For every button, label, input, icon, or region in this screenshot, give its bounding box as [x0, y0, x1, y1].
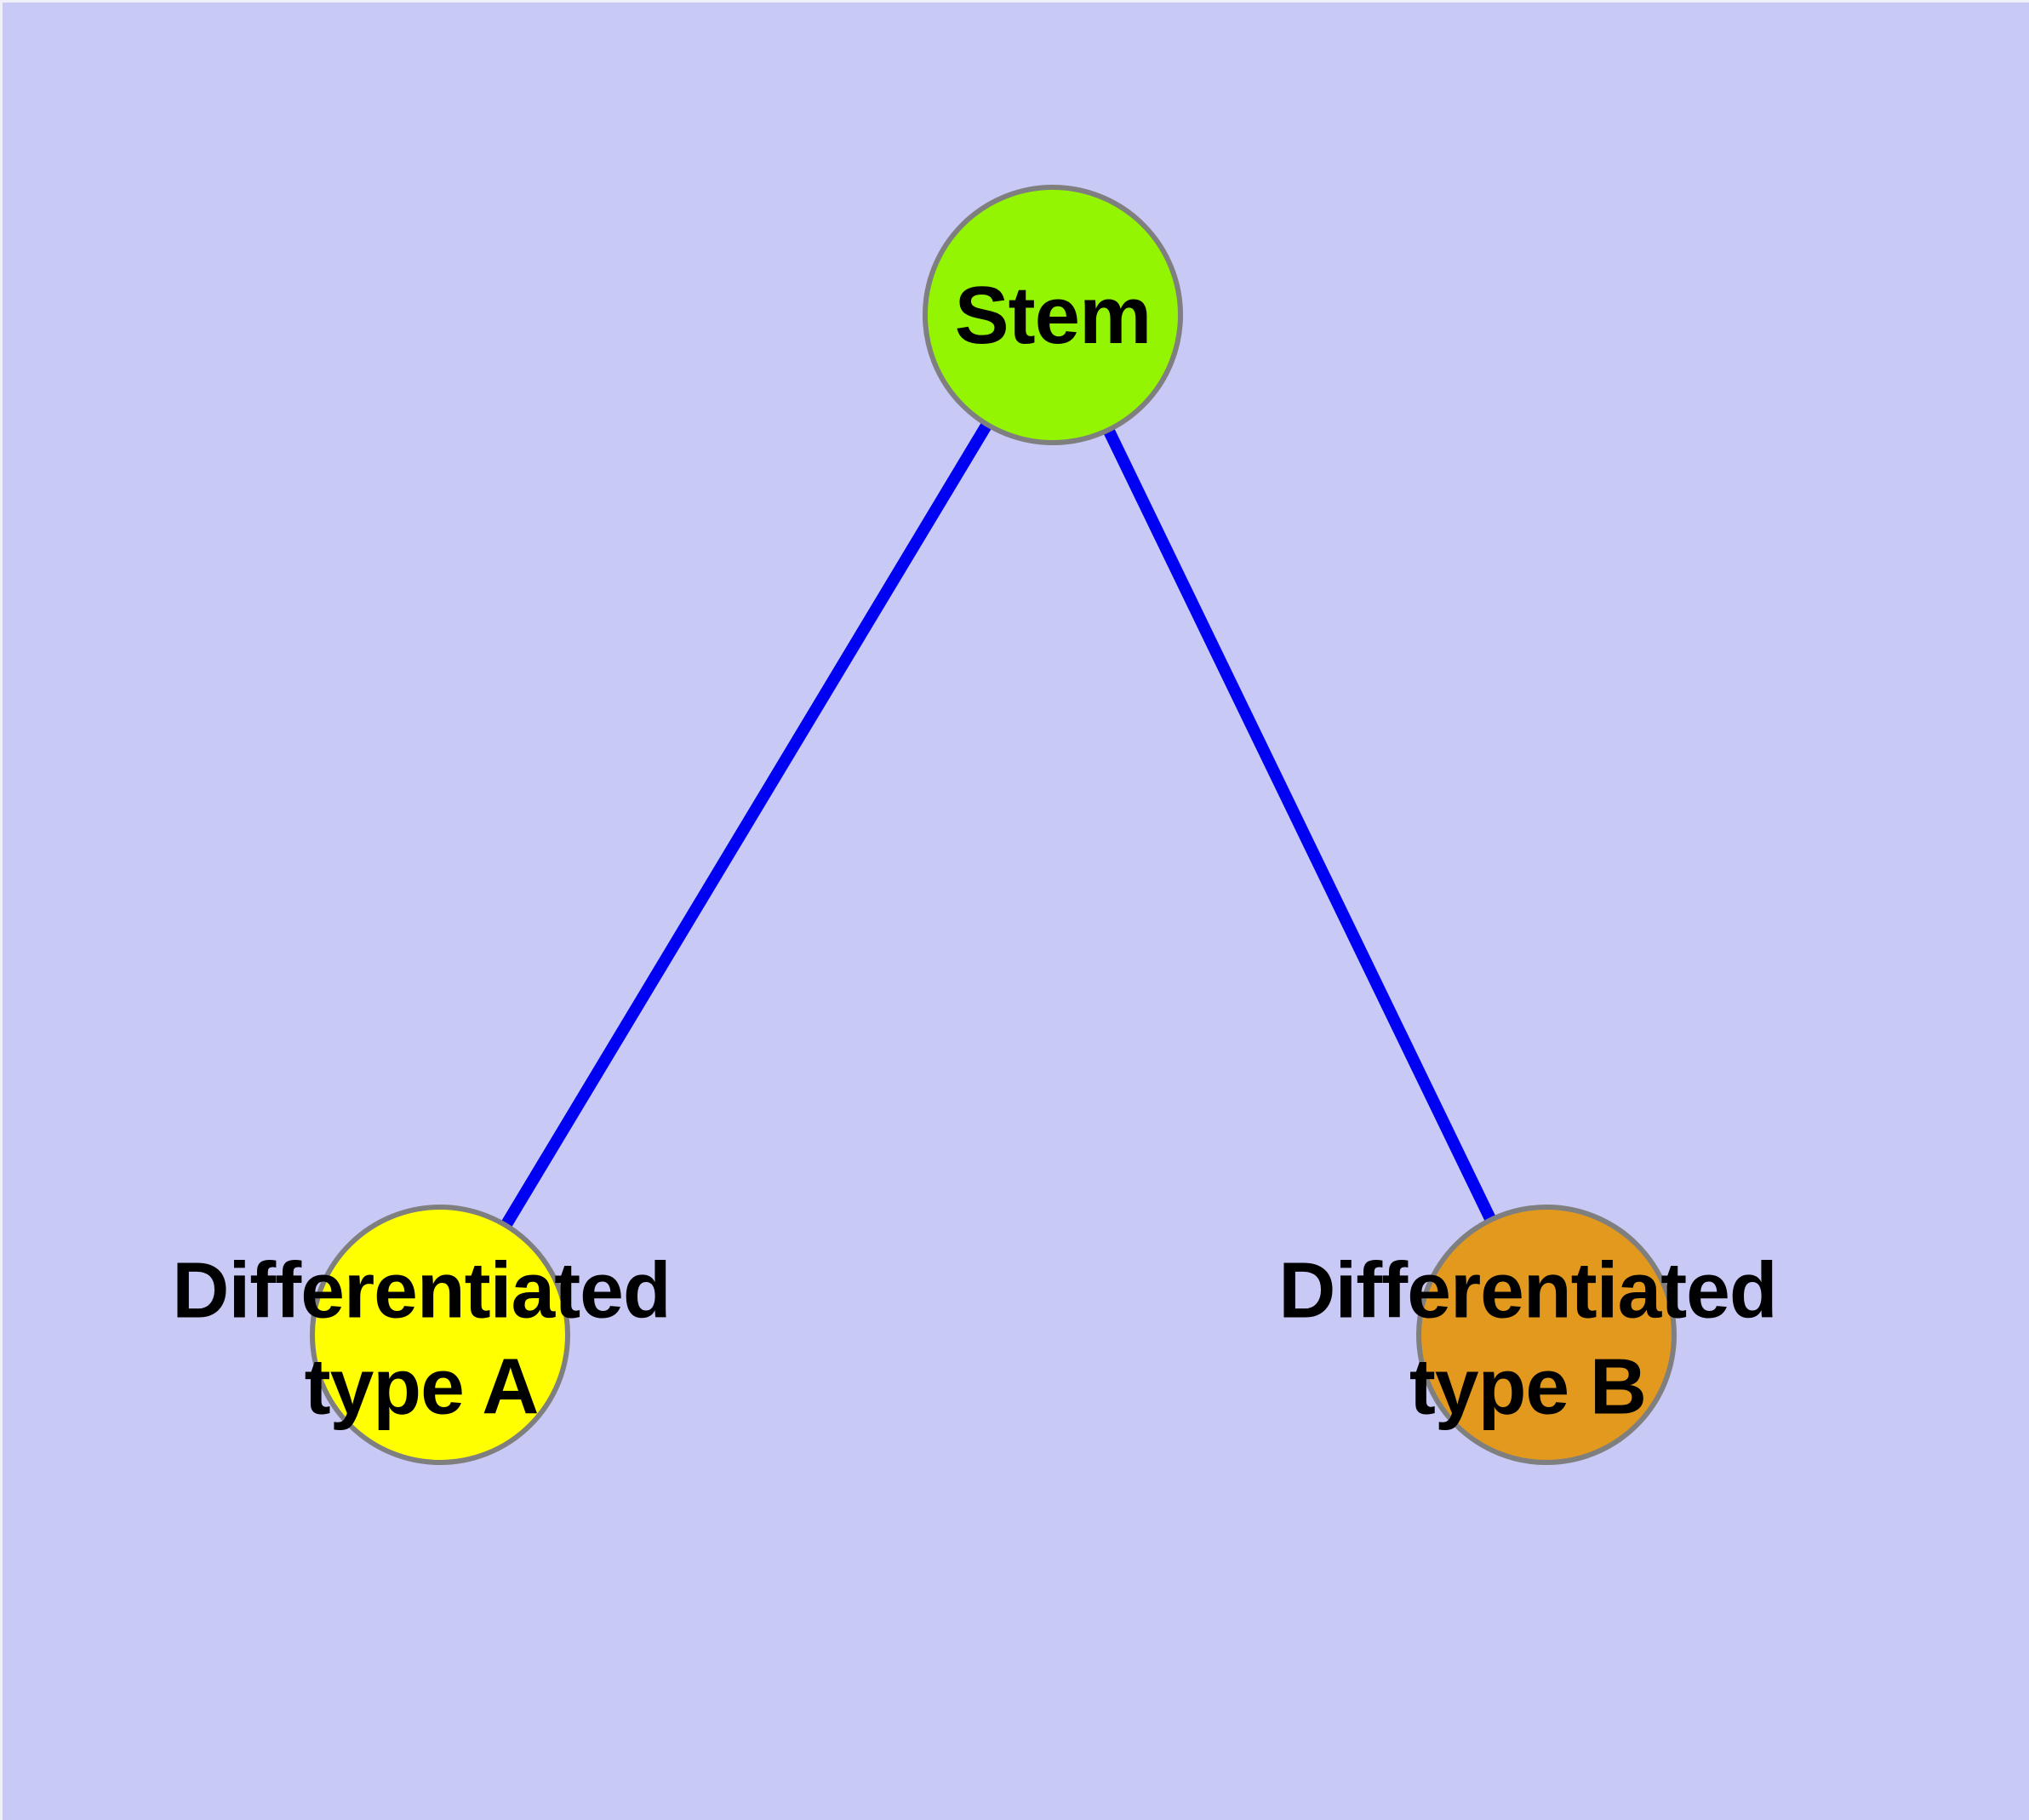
node-label-line: Differentiated [1278, 1246, 1776, 1335]
edge-stem-type-b [1047, 312, 1552, 1338]
node-stem [923, 185, 1183, 445]
node-label-line: type B [1409, 1342, 1646, 1431]
node-label-line: Differentiated [172, 1246, 670, 1335]
node-label-line: Stem [955, 270, 1152, 361]
node-type-b [1416, 1205, 1677, 1465]
node-type-a [310, 1205, 570, 1465]
nodes-layer [310, 185, 1677, 1465]
edges-layer [435, 312, 1552, 1338]
edge-stem-type-a [435, 312, 1058, 1338]
node-label-stem: Stem [955, 270, 1152, 361]
node-label-line: type A [305, 1342, 539, 1431]
